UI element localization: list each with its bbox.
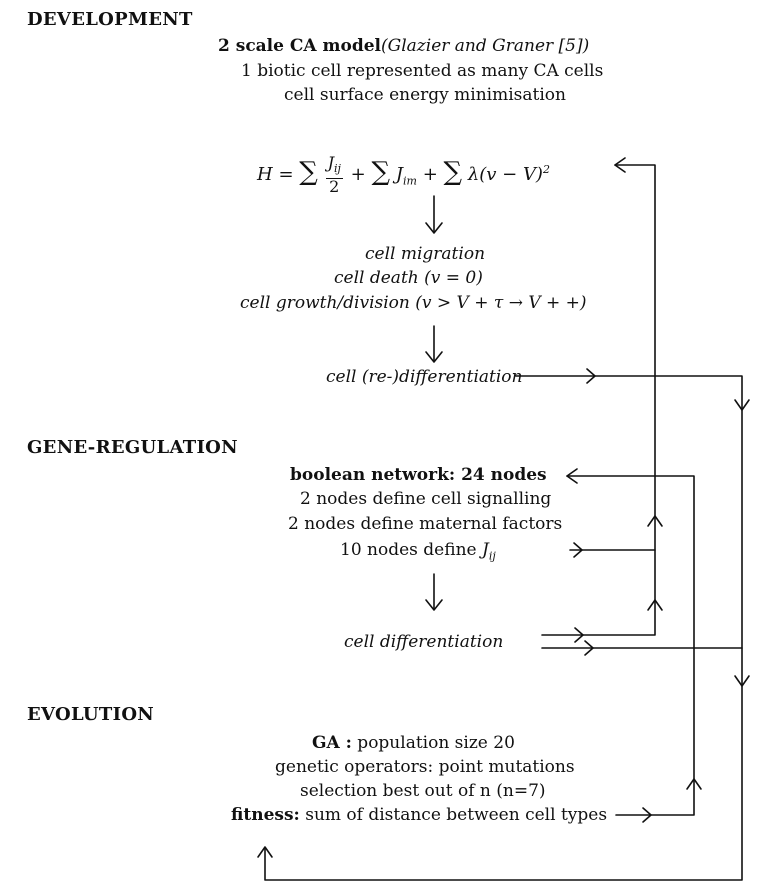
cell-migration-label: cell migration (365, 244, 486, 264)
fitness-label: fitness: (231, 805, 300, 825)
boolean-network-label: boolean network: 24 nodes (290, 465, 547, 485)
down-arrow-3 (425, 573, 443, 611)
signalling-nodes-label: 2 nodes define cell signalling (300, 489, 552, 509)
genetic-operators-label: genetic operators: point mutations (275, 757, 575, 777)
maternal-nodes-label: 2 nodes define maternal factors (288, 514, 563, 534)
feedback-loop-to-hamiltonian (541, 157, 663, 643)
eq-term-3: λ(v − V) (467, 164, 543, 185)
frac-numerator-sub: ij (333, 162, 341, 176)
section-header-development: DEVELOPMENT (27, 9, 193, 30)
jij-nodes-label: 10 nodes define Jij (340, 540, 496, 566)
sum-symbol-1: ∑ (299, 157, 318, 187)
ga-line: GA : population size 20 (312, 733, 515, 753)
jij-subscript: ij (488, 549, 496, 563)
cell-death-label: cell death (v = 0) (334, 268, 483, 288)
section-header-gene-regulation: GENE-REGULATION (27, 437, 238, 458)
down-arrow-1 (425, 195, 443, 234)
frac-numerator: J (327, 153, 334, 173)
eq-equals: = (278, 164, 294, 185)
fitness-description: sum of distance between cell types (299, 805, 608, 825)
jij-nodes-prefix: 10 nodes define (340, 540, 482, 560)
fitness-to-network-loop (566, 468, 702, 823)
loop-to-evolution (257, 368, 750, 881)
eq-term-2-sub: im (403, 174, 417, 188)
eq-term-3-sup: 2 (542, 163, 550, 176)
sum-symbol-2: ∑ (371, 157, 391, 187)
eq-plus-1: + (350, 164, 366, 185)
eq-fraction: Jij 2 (325, 153, 343, 196)
eq-lhs: H (257, 164, 273, 185)
ga-label: GA : (312, 733, 352, 753)
eq-term-2: J (395, 164, 403, 185)
ca-model-line-3: cell surface energy minimisation (284, 85, 566, 105)
frac-denominator: 2 (329, 176, 340, 196)
eq-plus-2: + (422, 164, 438, 185)
cell-redifferentiation-label: cell (re-)differentiation (326, 367, 523, 387)
ca-model-line-2: 1 biotic cell represented as many CA cel… (241, 61, 604, 81)
ca-model-title: 2 scale CA model(Glazier and Graner [5]) (218, 36, 589, 56)
selection-label: selection best out of n (n=7) (300, 781, 546, 801)
cell-growth-label: cell growth/division (v > V + τ → V + +) (240, 293, 587, 313)
ca-model-citation: (Glazier and Graner [5]) (381, 36, 590, 56)
fitness-line: fitness: sum of distance between cell ty… (231, 805, 607, 825)
cell-differentiation-label: cell differentiation (344, 632, 504, 652)
ca-model-label: 2 scale CA model (218, 36, 382, 56)
hamiltonian-equation: H = ∑ Jij 2 + ∑ Jim + ∑ λ(v − V)2 (257, 150, 550, 194)
section-header-evolution: EVOLUTION (27, 704, 155, 725)
down-arrow-2 (425, 325, 443, 363)
ga-population: population size 20 (351, 733, 515, 753)
jij-variable: J (482, 540, 489, 560)
sum-symbol-3: ∑ (443, 157, 463, 187)
